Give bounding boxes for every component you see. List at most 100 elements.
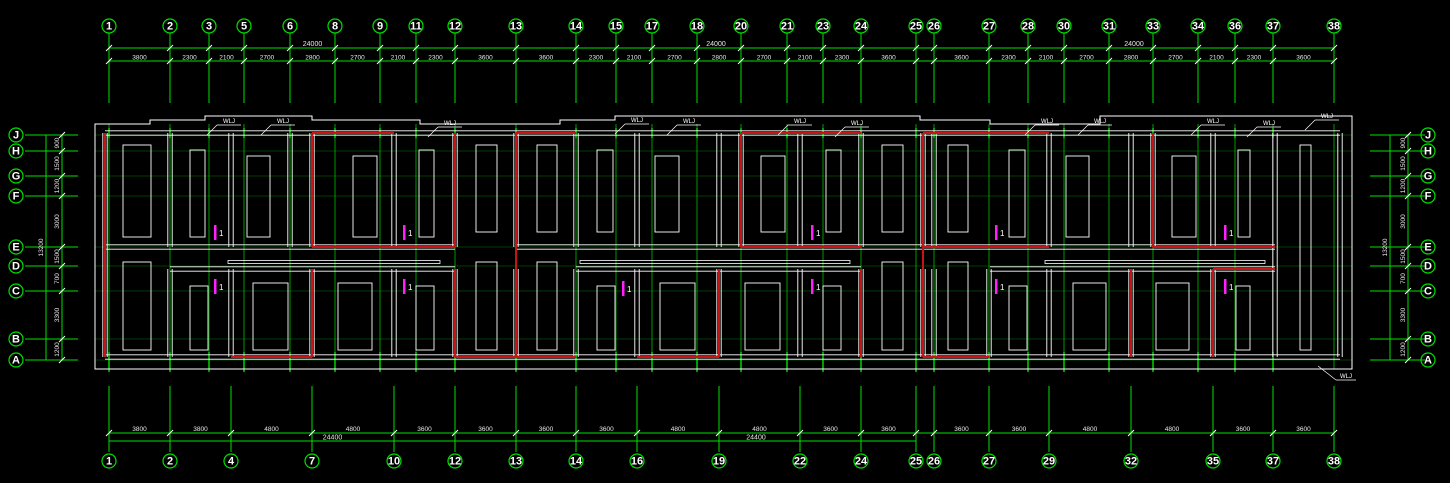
dimension-tick xyxy=(1231,57,1239,65)
grid-bubble-top-21-circle xyxy=(779,18,795,34)
section-mark-bar xyxy=(1224,279,1227,294)
bottom-span-dimension-text: 4800 xyxy=(346,426,361,433)
dimension-tick xyxy=(1404,147,1412,155)
dimension-tick xyxy=(912,44,920,52)
corridor-beam xyxy=(227,260,441,264)
wall-label-wlj: WLJ xyxy=(444,121,456,127)
pier-footing xyxy=(122,261,152,351)
dimension-tick xyxy=(286,44,294,52)
pier-footing xyxy=(189,285,209,351)
dimension-tick xyxy=(58,192,66,200)
grid-bubble-right-A-circle xyxy=(1420,352,1436,368)
pier-footing xyxy=(475,144,498,233)
grid-lines xyxy=(25,33,1425,452)
dimension-tick xyxy=(105,44,113,52)
dimension-tick xyxy=(1404,172,1412,180)
grid-bubble-top-20: 20 xyxy=(735,21,747,33)
dimension-tick xyxy=(1330,57,1338,65)
dimension-tick xyxy=(58,287,66,295)
grid-bubble-bottom-4-circle xyxy=(223,453,239,469)
top-total-dimension-text: 24000 xyxy=(1124,41,1144,48)
grid-bubble-top-25-circle xyxy=(908,18,924,34)
dimension-tick xyxy=(912,429,920,437)
grid-bubble-top-28: 28 xyxy=(1022,21,1034,33)
dimension-tick xyxy=(286,57,294,65)
section-mark-number: 1 xyxy=(816,229,821,238)
grid-bubble-left-E-circle xyxy=(8,239,24,255)
section-mark-number: 1 xyxy=(408,229,413,238)
grid-bubble-left-B-circle xyxy=(8,331,24,347)
grid-bubble-top-14: 14 xyxy=(570,21,583,33)
pier-footing xyxy=(822,285,842,351)
grid-bubble-right-G: G xyxy=(1424,171,1433,183)
pier-footing xyxy=(536,261,558,351)
grid-bubble-right-E-circle xyxy=(1420,239,1436,255)
grid-bubble-bottom-26: 26 xyxy=(928,456,940,468)
dimension-tick xyxy=(857,57,865,65)
side-dimension-text: 1500 xyxy=(1400,156,1407,171)
section-mark-bar xyxy=(214,225,217,240)
side-dimension-text: 700 xyxy=(54,273,61,284)
top-span-dimension-text: 2700 xyxy=(1168,55,1183,62)
grid-bubble-bottom-2: 2 xyxy=(167,456,173,468)
dimension-tick xyxy=(376,44,384,52)
dimension-tick xyxy=(693,57,701,65)
dimension-tick xyxy=(985,429,993,437)
building-outline xyxy=(94,115,1353,370)
top-span-dimension-text: 2300 xyxy=(1001,55,1016,62)
grid-bubble-top-27-circle xyxy=(981,18,997,34)
grid-bubble-top-36-circle xyxy=(1227,18,1243,34)
side-total-dimension-text: 13200 xyxy=(38,238,45,256)
top-span-dimension-text: 2300 xyxy=(182,55,197,62)
section-mark-bar xyxy=(214,279,217,294)
dimension-tick xyxy=(819,44,827,52)
pier-footing xyxy=(881,261,904,351)
dimension-tick xyxy=(1404,192,1412,200)
dimension-tick xyxy=(1060,57,1068,65)
grid-bubble-left-D-circle xyxy=(8,258,24,274)
top-span-dimension-text: 2300 xyxy=(428,55,443,62)
dimension-tick xyxy=(648,57,656,65)
dimension-tick xyxy=(930,44,938,52)
corridor-beam xyxy=(1044,260,1266,264)
grid-bubble-top-3: 3 xyxy=(206,21,212,33)
dimension-tick xyxy=(58,262,66,270)
grid-bubble-bottom-7: 7 xyxy=(309,456,315,468)
side-dimension-text: 1500 xyxy=(54,156,61,171)
grid-bubble-right-B-circle xyxy=(1420,331,1436,347)
dimension-tick xyxy=(58,131,66,139)
wall-label-wlj: WLJ xyxy=(794,119,806,125)
pier-footing xyxy=(1235,285,1251,351)
section-mark-bar xyxy=(403,279,406,294)
wall-label-wlj: WLJ xyxy=(683,119,695,125)
grid-bubble-bottom-37: 37 xyxy=(1267,456,1279,468)
side-dimension-text: 1200 xyxy=(1400,342,1407,357)
grid-bubble-top-24-circle xyxy=(853,18,869,34)
bottom-span-dimension-text: 3600 xyxy=(1012,426,1027,433)
grid-bubble-bottom-14-circle xyxy=(568,453,584,469)
side-dimension-text: 3300 xyxy=(1400,307,1407,322)
grid-bubble-bottom-7-circle xyxy=(304,453,320,469)
grid-bubble-bottom-24: 24 xyxy=(855,456,868,468)
top-span-dimension-text: 3600 xyxy=(478,55,493,62)
dimension-tick xyxy=(1209,429,1217,437)
grid-bubble-bottom-22-circle xyxy=(792,453,808,469)
grid-bubble-bottom-4: 4 xyxy=(228,456,235,468)
grid-bubble-bottom-35: 35 xyxy=(1207,456,1219,468)
grid-bubble-top-17-circle xyxy=(644,18,660,34)
grid-bubble-top-36: 36 xyxy=(1229,21,1241,33)
dimension-tick xyxy=(912,57,920,65)
grid-bubble-bottom-2-circle xyxy=(162,453,178,469)
side-dimension-text: 1200 xyxy=(54,178,61,193)
grid-bubble-bottom-1-circle xyxy=(101,453,117,469)
dimension-tick xyxy=(105,429,113,437)
grid-bubble-top-30-circle xyxy=(1056,18,1072,34)
grid-bubble-bottom-16: 16 xyxy=(631,456,643,468)
wall-label-leader xyxy=(1304,119,1316,131)
wall-label-leader xyxy=(260,124,272,136)
side-dimension-text: 3000 xyxy=(54,214,61,229)
